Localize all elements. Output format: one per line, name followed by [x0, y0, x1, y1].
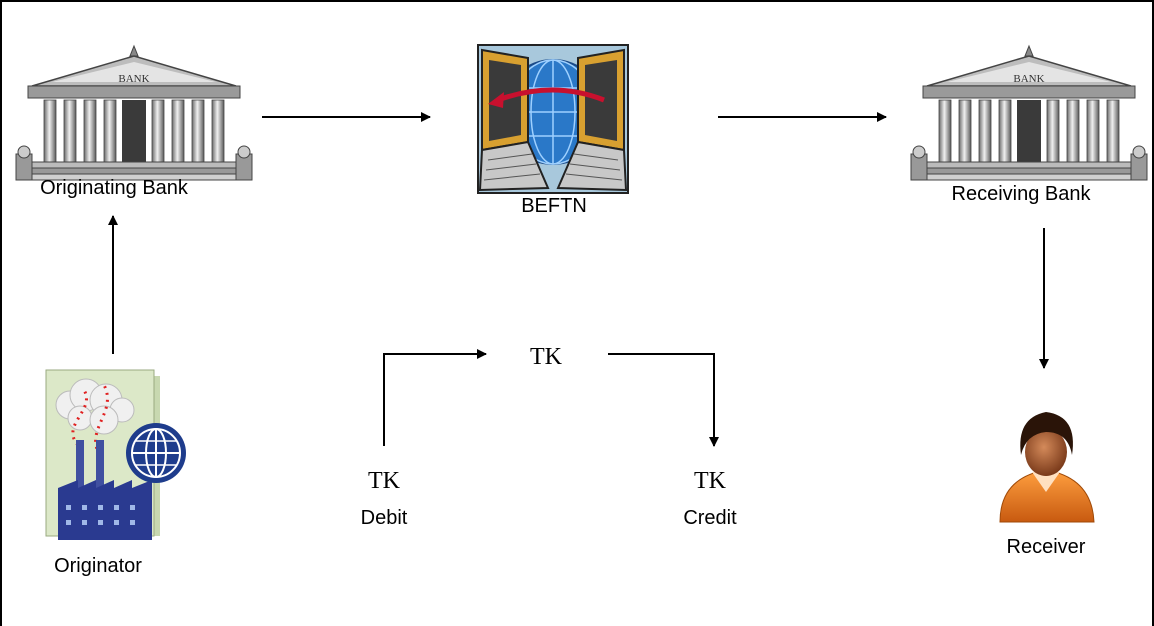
bank-sign: BANK [1013, 73, 1044, 85]
bank-sign: BANK [118, 73, 149, 85]
beftn-node: BEFTN [477, 44, 629, 217]
receiving-bank-node: BANK Receiving Bank [910, 45, 1148, 205]
bank-building-icon: BANK [15, 45, 253, 181]
factory-globe-icon [45, 369, 186, 540]
beftn-label: BEFTN [521, 195, 587, 217]
arrow-debit-to-middle [383, 349, 487, 446]
receiving-bank-label: Receiving Bank [952, 183, 1092, 205]
debit-label: Debit [361, 507, 408, 529]
originating-bank-label: Originating Bank [40, 177, 189, 199]
arrow-middle-to-credit [608, 353, 719, 447]
credit-currency: TK [694, 468, 727, 494]
bank-building-icon: BANK [910, 45, 1148, 181]
globe-icon [126, 423, 186, 483]
money-flow: TK TK Debit TK Credit [361, 344, 737, 529]
originator-node: Originator [45, 369, 186, 577]
debit-currency: TK [368, 468, 401, 494]
originating-bank-node: BANK Originating Bank [15, 45, 253, 199]
receiver-node: Receiver [999, 412, 1095, 558]
middle-currency: TK [530, 344, 563, 370]
originator-label: Originator [54, 555, 142, 577]
receiver-label: Receiver [1007, 536, 1086, 558]
network-computers-icon [477, 44, 629, 194]
credit-label: Credit [683, 507, 737, 529]
person-icon [999, 412, 1095, 523]
